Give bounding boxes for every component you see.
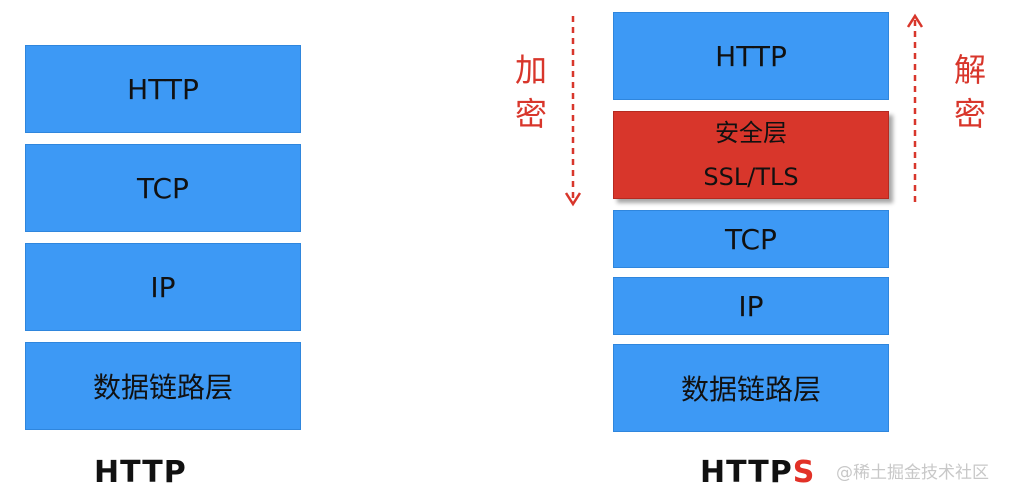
http-layer-datalink: 数据链路层 <box>25 342 301 430</box>
https-layer-ip-label: IP <box>738 289 764 323</box>
https-caption-accent: S <box>792 455 816 490</box>
decrypt-up-arrow <box>906 13 924 206</box>
http-layer-http-label: HTTP <box>127 72 199 106</box>
http-layer-ip-label: IP <box>150 270 176 304</box>
https-layer-ip: IP <box>613 277 889 335</box>
https-layer-datalink-label: 数据链路层 <box>680 373 821 406</box>
encrypt-label: 加 密 <box>511 48 551 136</box>
encrypt-label-char2: 密 <box>514 95 547 133</box>
http-layer-tcp: TCP <box>25 144 301 232</box>
https-layer-tcp: TCP <box>613 210 889 268</box>
https-security-layer: 安全层 SSL/TLS <box>613 111 889 199</box>
https-layer-http-label: HTTP <box>715 39 787 73</box>
https-layer-tcp-label: TCP <box>725 222 777 256</box>
encrypt-down-arrow <box>564 16 582 207</box>
https-caption: HTTPS <box>700 455 815 490</box>
decrypt-label-char1: 解 <box>953 51 986 89</box>
http-layer-ip: IP <box>25 243 301 331</box>
http-layer-datalink-label: 数据链路层 <box>92 371 233 404</box>
encrypt-label-char1: 加 <box>514 51 547 89</box>
decrypt-label-char2: 密 <box>953 95 986 133</box>
security-layer-protocol: SSL/TLS <box>703 163 799 191</box>
http-layer-http: HTTP <box>25 45 301 133</box>
https-layer-http: HTTP <box>613 12 889 100</box>
http-caption-text: HTTP <box>94 455 187 490</box>
watermark: @稀土掘金技术社区 <box>836 463 989 483</box>
https-layer-datalink: 数据链路层 <box>613 344 889 432</box>
https-caption-main: HTTP <box>700 455 793 490</box>
decrypt-label: 解 密 <box>950 48 990 136</box>
http-layer-tcp-label: TCP <box>137 171 189 205</box>
http-caption: HTTP <box>94 455 187 490</box>
security-layer-name: 安全层 <box>715 119 787 147</box>
